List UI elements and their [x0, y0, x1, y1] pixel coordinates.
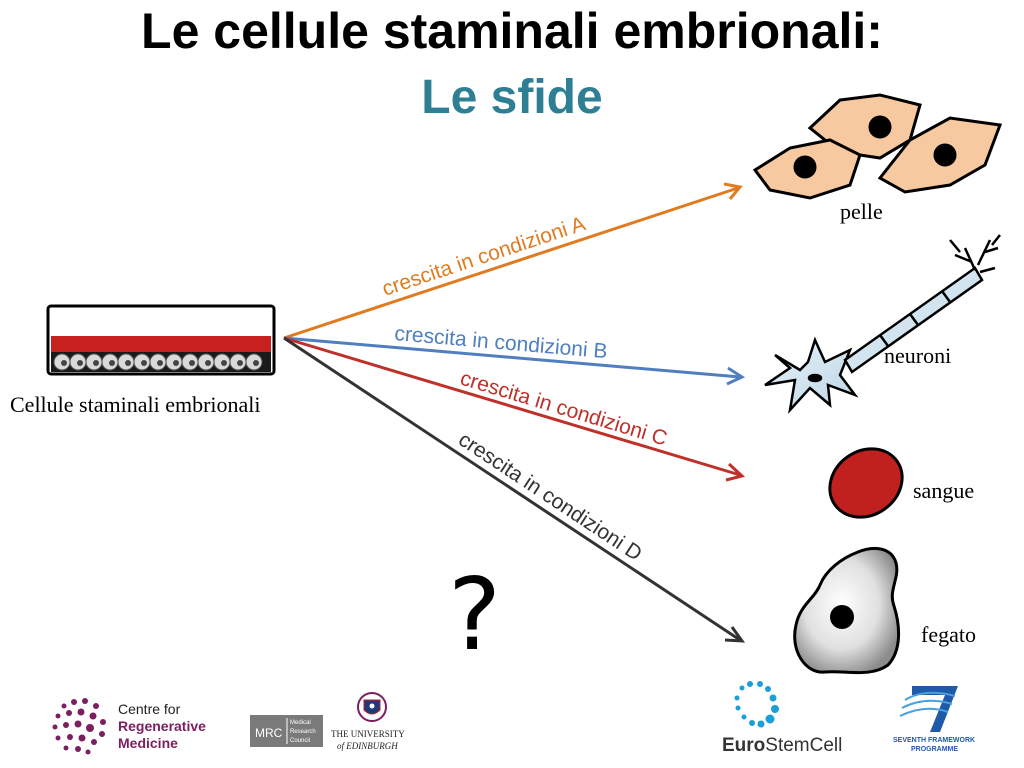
- crm-logo-line3: Medicine: [118, 735, 178, 751]
- mrc-logo-line1: Medical: [290, 720, 311, 726]
- fp7-logo-line1: SEVENTH FRAMEWORK: [893, 737, 975, 744]
- liver-cell-icon: [793, 546, 901, 675]
- skin-cells-icon: [752, 93, 1003, 200]
- crm-logo-line1: Centre for: [118, 701, 181, 717]
- target-label-sangue: sangue: [913, 478, 975, 503]
- arrow-a: [283, 182, 743, 340]
- edinburgh-logo-line1: THE UNIVERSITY: [331, 729, 405, 739]
- eurostemcell-logo-text: EuroStemCell: [722, 735, 842, 756]
- eurostemcell-logo-icon: [734, 681, 779, 728]
- mrc-logo-icon: [250, 715, 323, 747]
- slide-title: Le cellule staminali embrionali:: [141, 3, 883, 59]
- arrow-label-c: crescita in condizioni C: [458, 367, 670, 451]
- source-label: Cellule staminali embrionali: [10, 392, 261, 417]
- mrc-logo-line2: Research: [290, 729, 316, 735]
- arrow-d: [283, 336, 746, 643]
- crm-logo-icon: [52, 698, 106, 755]
- question-mark: ?: [448, 556, 502, 673]
- eurostemcell-logo-bold: Euro: [722, 735, 765, 756]
- fp7-logo-line2: PROGRAMME: [911, 746, 958, 753]
- eurostemcell-logo-rest: StemCell: [765, 735, 842, 756]
- fp7-logo-icon: [899, 686, 958, 732]
- slide-subtitle: Le sfide: [421, 71, 603, 124]
- edinburgh-logo-line2: of EDINBURGH: [337, 741, 398, 751]
- target-label-pelle: pelle: [840, 199, 883, 224]
- mrc-logo-abbr: MRC: [255, 726, 283, 740]
- culture-dish-icon: [46, 304, 276, 376]
- red-blood-cell-icon: [828, 447, 904, 519]
- neuron-icon: [764, 234, 1001, 414]
- arrow-label-d: crescita in condizioni D: [454, 428, 646, 566]
- crm-logo-line2: Regenerative: [118, 718, 206, 734]
- target-label-neuroni: neuroni: [884, 343, 952, 368]
- arrow-label-a: crescita in condizioni A: [379, 212, 588, 301]
- edinburgh-crest-icon: [357, 692, 387, 722]
- target-label-fegato: fegato: [921, 622, 976, 647]
- arrow-b: [283, 336, 746, 386]
- mrc-logo-line3: Council: [290, 738, 310, 744]
- arrow-c: [283, 336, 746, 482]
